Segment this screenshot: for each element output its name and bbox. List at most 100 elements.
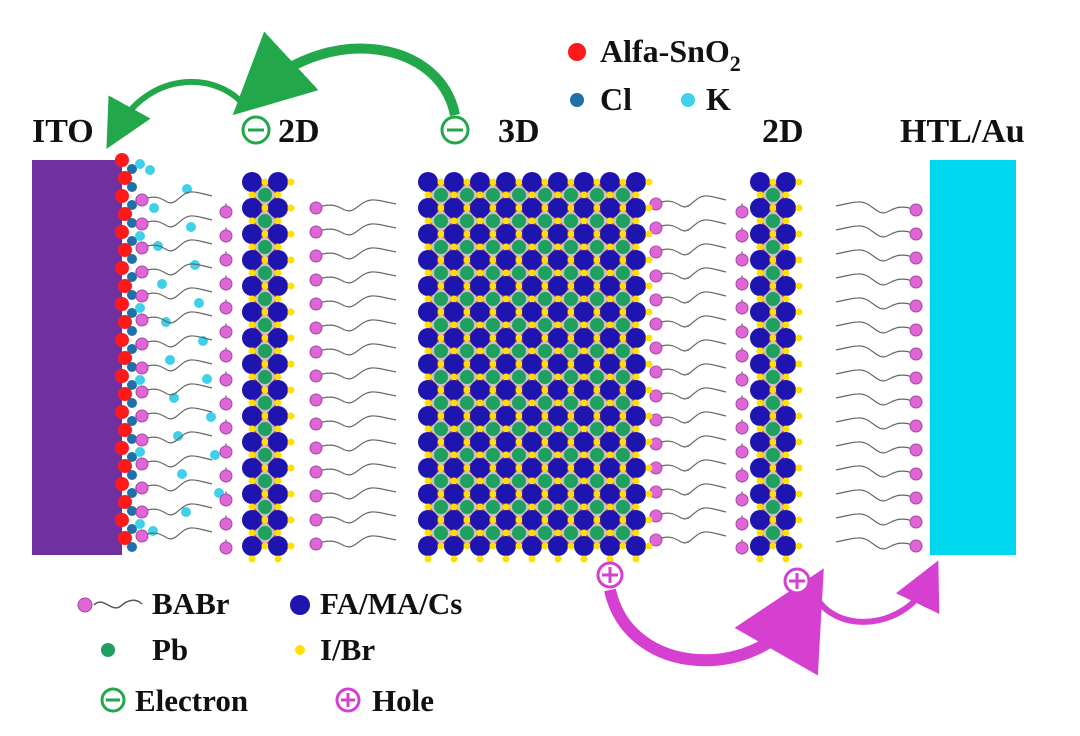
halide-atom (437, 438, 445, 446)
pb-atom (616, 214, 630, 228)
fa-cation (600, 380, 620, 400)
halide-atom (274, 347, 282, 355)
fa-cation (600, 458, 620, 478)
pb-atom (512, 344, 526, 358)
fa-cation (548, 380, 568, 400)
legend-babr-label: BABr (152, 586, 230, 621)
halide-atom (769, 178, 777, 186)
halide-atom (769, 464, 777, 472)
halide-atom (450, 191, 458, 199)
sno2-particle (118, 531, 132, 545)
pb-atom (258, 266, 272, 280)
fa-cation (444, 380, 464, 400)
fa-cation (548, 302, 568, 322)
halide-atom (554, 373, 562, 381)
halide-atom (261, 334, 269, 342)
halide-atom (476, 477, 484, 485)
babr-head (909, 491, 923, 505)
halide-atom (580, 217, 588, 225)
pb-atom (486, 266, 500, 280)
babr-head (309, 249, 323, 263)
fa-cation (268, 484, 288, 504)
halide-atom (463, 230, 471, 238)
babr-head (219, 325, 233, 339)
pb-atom (258, 500, 272, 514)
halide-atom (248, 451, 256, 459)
fa-cation (470, 536, 490, 556)
babr-head (735, 469, 749, 483)
pb-atom (766, 240, 780, 254)
halide-atom (450, 321, 458, 329)
halide-atom (606, 399, 614, 407)
pb-atom (258, 318, 272, 332)
halide-atom (248, 373, 256, 381)
label-ito: ITO (32, 113, 94, 150)
halide-atom (782, 477, 790, 485)
fa-cation (444, 458, 464, 478)
pb-atom (512, 240, 526, 254)
halide-atom (287, 308, 295, 316)
babr-head (735, 325, 749, 339)
fa-cation (418, 354, 438, 374)
pb-atom (616, 370, 630, 384)
pb-atom (434, 188, 448, 202)
pb-atom (564, 474, 578, 488)
cl-ion (127, 182, 137, 192)
halide-atom (287, 516, 295, 524)
babr-head (135, 409, 149, 423)
halide-atom (463, 282, 471, 290)
halide-atom (528, 399, 536, 407)
pb-atom (590, 526, 604, 540)
pb-atom (258, 526, 272, 540)
babr-chain (315, 367, 397, 380)
babr-chain (141, 311, 213, 324)
fa-cation (470, 484, 490, 504)
halide-atom (502, 477, 510, 485)
halide-atom (476, 191, 484, 199)
fa-cation (496, 510, 516, 530)
halide-atom (489, 386, 497, 394)
fa-cation (750, 354, 770, 374)
k-ion (165, 355, 175, 365)
halide-atom (567, 516, 575, 524)
halide-atom (756, 347, 764, 355)
babr-chain (315, 199, 397, 212)
halide-atom (782, 425, 790, 433)
fa-cation (750, 458, 770, 478)
fa-cation (626, 276, 646, 296)
k-ion (149, 203, 159, 213)
fa-cation (600, 250, 620, 270)
babr-head (909, 395, 923, 409)
halide-atom (261, 464, 269, 472)
fa-cation (268, 172, 288, 192)
fa-cation (444, 432, 464, 452)
babr-head (735, 493, 749, 507)
halide-atom (606, 451, 614, 459)
fa-cation (496, 328, 516, 348)
babr-head (309, 297, 323, 311)
cl-ion (127, 254, 137, 264)
babr-head (135, 265, 149, 279)
pb-atom (616, 188, 630, 202)
fa-cation (242, 458, 262, 478)
fa-cation (574, 172, 594, 192)
fa-cation (470, 224, 490, 244)
halide-atom (795, 334, 803, 342)
pb-atom (486, 500, 500, 514)
babr-head (309, 393, 323, 407)
babr-head (309, 513, 323, 527)
halide-atom (437, 360, 445, 368)
halide-atom (261, 542, 269, 550)
legend-electron-label: Electron (135, 683, 248, 718)
halide-atom (515, 230, 523, 238)
label-2d-right: 2D (762, 113, 804, 150)
fa-cation (626, 484, 646, 504)
halide-atom (554, 269, 562, 277)
pb-atom (434, 240, 448, 254)
pb-atom (564, 448, 578, 462)
halide-atom (287, 412, 295, 420)
legend-bottom: BABr FA/MA/Cs Pb I/Br Electron Hole (77, 586, 462, 718)
halide-atom (261, 438, 269, 446)
pb-atom (538, 396, 552, 410)
fa-cation (268, 224, 288, 244)
